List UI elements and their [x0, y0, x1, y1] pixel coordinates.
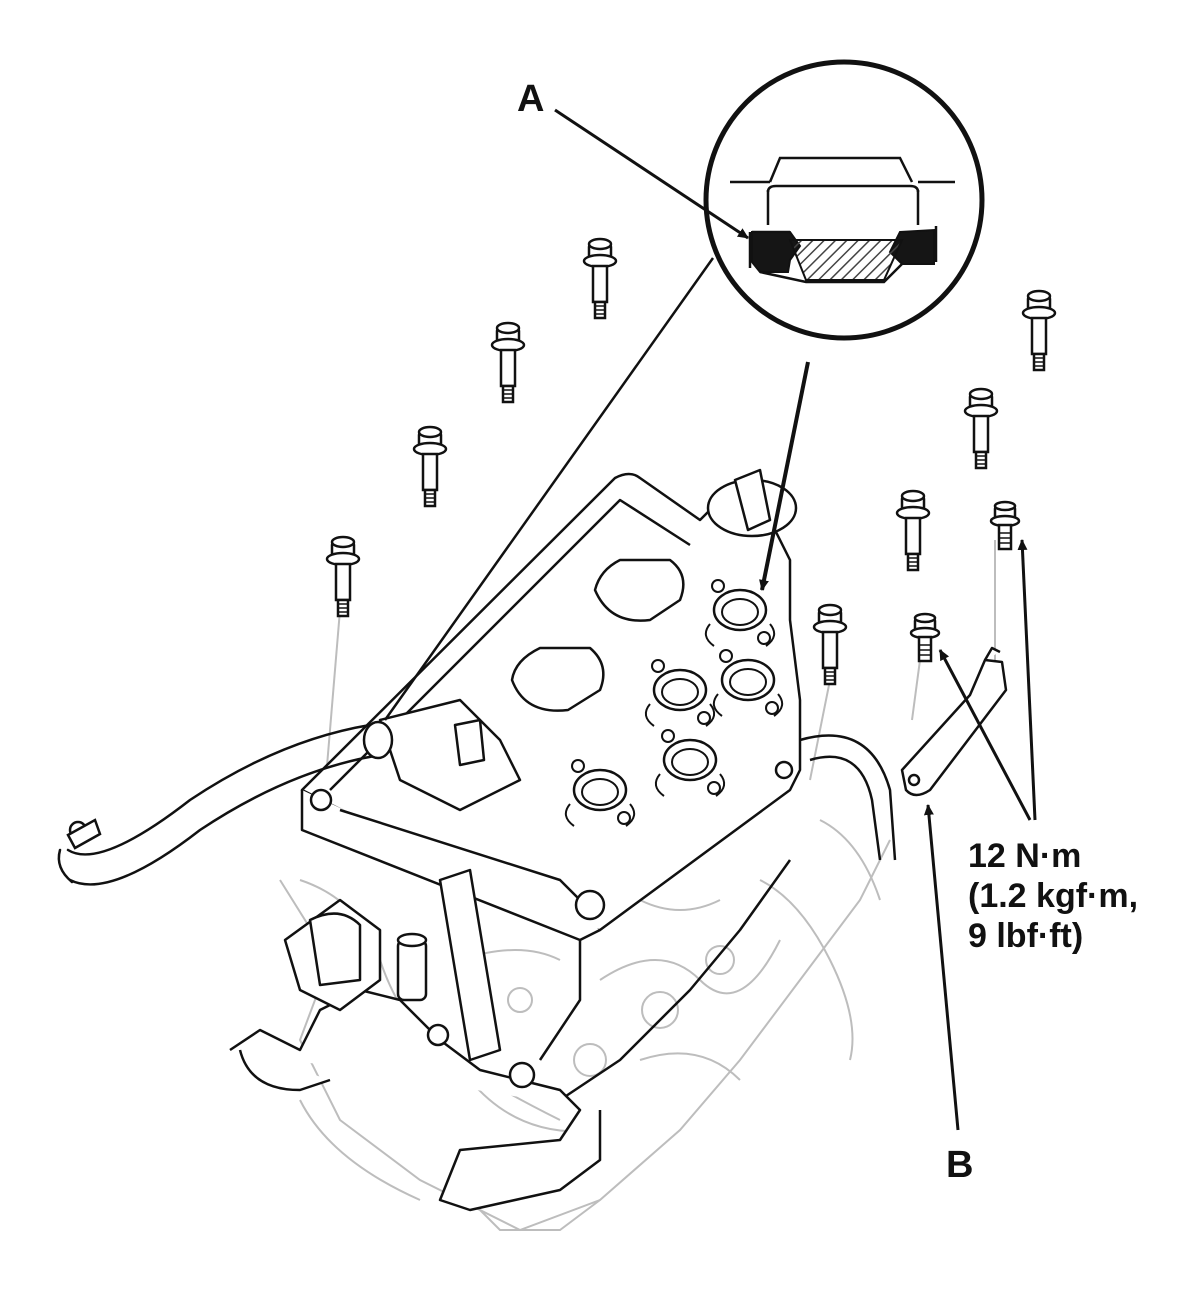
leader-a [554, 108, 749, 240]
seal-detail-inset [703, 59, 985, 341]
leader-torque-2 [938, 649, 1032, 821]
torque-spec-line-3: 9 lbf·ft) [968, 917, 1084, 955]
bolt-1 [582, 237, 618, 320]
valve-cover [300, 468, 802, 1102]
cylinder-head-front [229, 868, 602, 1212]
callout-label-a: A [517, 78, 545, 120]
bolt-3 [412, 425, 448, 508]
torque-spec-line-1: 12 N·m [968, 837, 1082, 875]
bracket-bolt-2 [909, 612, 941, 663]
leader-lines [383, 108, 1037, 1131]
torque-spec-line-2: (1.2 kgf·m, [968, 877, 1139, 915]
bolt-8 [812, 603, 848, 686]
bolt-6 [963, 387, 999, 470]
bolt-2 [490, 321, 526, 404]
leader-b [923, 804, 960, 1131]
right-hose [799, 734, 897, 861]
breather-hose [57, 720, 394, 886]
callout-label-b: B [946, 1144, 974, 1186]
torque-spec: 12 N·m (1.2 kgf·m, 9 lbf·ft) [968, 836, 1138, 956]
hose-bracket-b [900, 646, 1008, 797]
leader-inset-to-tube [759, 361, 810, 591]
bolt-5 [1021, 289, 1057, 372]
bolt-4 [325, 535, 361, 618]
bolt-7 [895, 489, 931, 572]
leader-torque-1 [1017, 539, 1037, 821]
bracket-bolts [909, 500, 1021, 663]
